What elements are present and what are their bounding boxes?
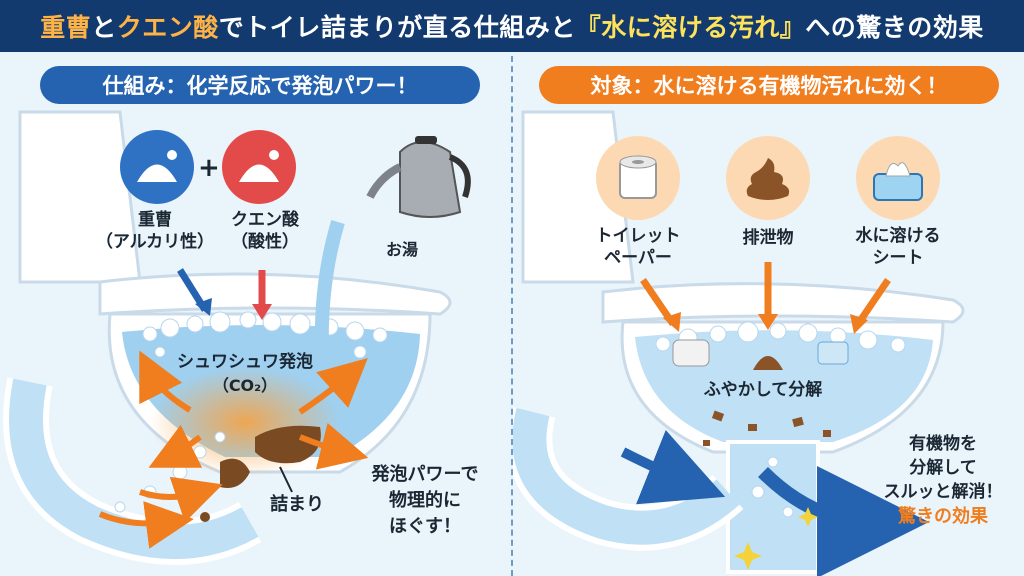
baking-soda-icon bbox=[120, 130, 194, 204]
wipes-label-2: シート bbox=[872, 248, 924, 268]
target-heading: 対象：水に溶ける有機物汚れに効く！ bbox=[539, 66, 999, 104]
foam-label: シュワシュワ発泡 bbox=[177, 352, 313, 372]
hot-water-label: お湯 bbox=[385, 240, 418, 259]
mechanism-heading: 仕組み：化学反応で発泡パワー！ bbox=[40, 66, 480, 104]
result-line3: スルッと解消！ bbox=[883, 482, 1003, 502]
title-keyword-dissolvable: 『水に溶ける汚れ』 bbox=[575, 13, 806, 42]
dissolve-label: ふやかして分解 bbox=[703, 380, 823, 400]
toilet-illustration-left bbox=[3, 110, 452, 565]
baking-soda-label: 重曹 bbox=[138, 210, 172, 230]
title-text: への驚きの効果 bbox=[805, 13, 984, 42]
panel-divider bbox=[511, 56, 513, 576]
title-bar: 重曹 と クエン酸 でトイレ詰まりが直る仕組みと 『水に溶ける汚れ』 への驚きの… bbox=[0, 0, 1024, 52]
kettle-icon bbox=[360, 122, 480, 232]
clog-label: 詰まり bbox=[270, 494, 324, 515]
effect-label-line1: 発泡パワーで bbox=[371, 464, 479, 485]
poop-label: 排泄物 bbox=[742, 228, 794, 248]
toilet-paper-icon bbox=[596, 136, 680, 220]
toilet-paper-label-1: トイレット bbox=[595, 226, 681, 246]
plus-sign: + bbox=[198, 153, 220, 183]
baking-soda-note: （アルカリ性） bbox=[95, 232, 215, 252]
result-line4: 驚きの効果 bbox=[898, 506, 988, 527]
poop-icon bbox=[726, 136, 810, 220]
title-keyword-citric-acid: クエン酸 bbox=[116, 13, 219, 42]
effect-label-line3: ほぐす！ bbox=[389, 516, 461, 537]
target-panel: 対象：水に溶ける有機物汚れに効く！ トイレット ペーパー 排泄物 水に溶ける シ… bbox=[513, 52, 1024, 576]
citric-acid-label: クエン酸 bbox=[231, 210, 299, 230]
result-line1: 有機物を bbox=[909, 434, 977, 454]
wipes-label-1: 水に溶ける bbox=[855, 226, 941, 246]
citric-acid-note: （酸性） bbox=[231, 232, 299, 252]
result-line2: 分解して bbox=[909, 458, 977, 478]
title-keyword-baking-soda: 重曹 bbox=[40, 13, 92, 42]
foam-gas-label: （CO₂） bbox=[212, 376, 278, 395]
citric-acid-icon bbox=[222, 130, 296, 204]
title-text: と bbox=[91, 13, 117, 42]
wet-wipes-icon bbox=[856, 136, 940, 220]
mechanism-panel: 仕組み：化学反応で発泡パワー！ + 重曹 （アルカリ性） クエン酸 （酸性） お… bbox=[0, 52, 511, 576]
title-text: でトイレ詰まりが直る仕組みと bbox=[218, 13, 576, 42]
toilet-paper-label-2: ペーパー bbox=[604, 248, 672, 268]
effect-label-line2: 物理的に bbox=[389, 490, 461, 511]
